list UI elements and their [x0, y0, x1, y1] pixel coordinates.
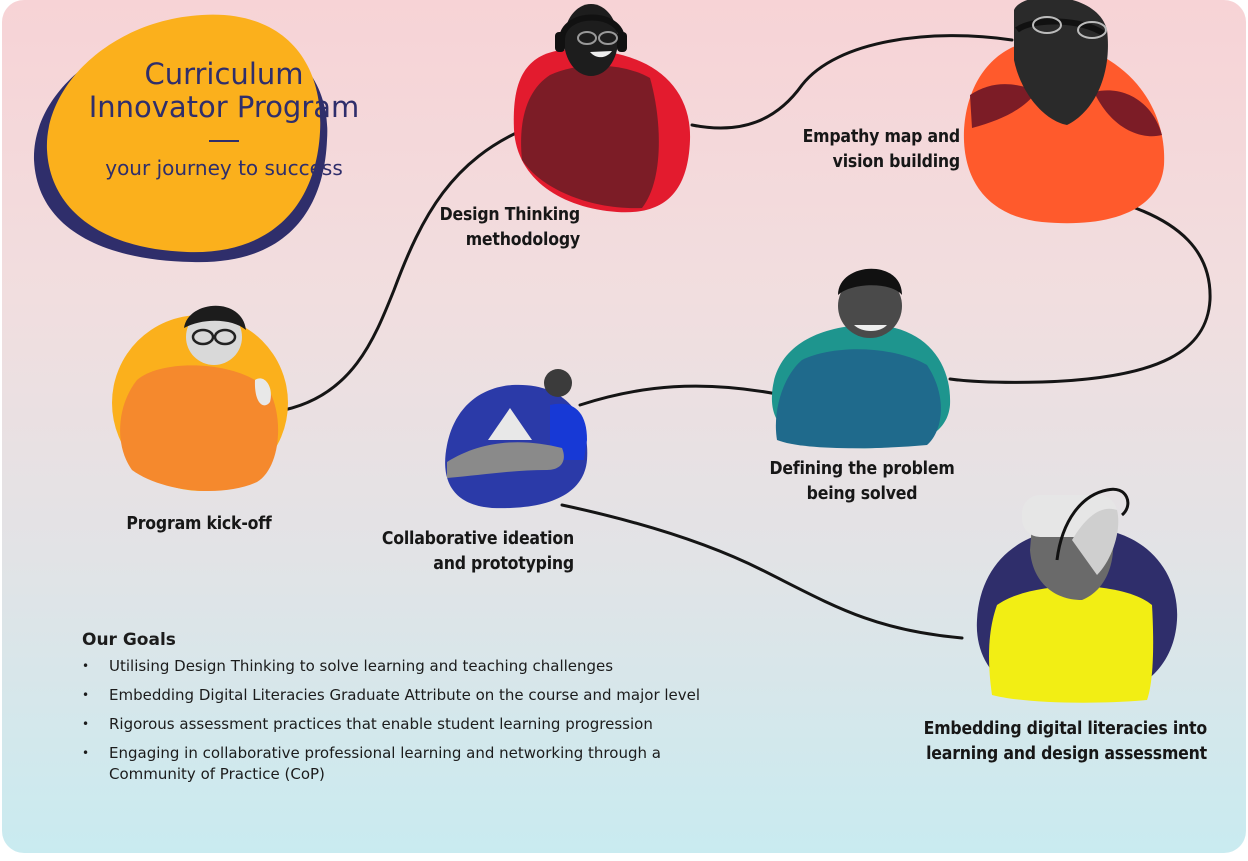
- goal-item-line: Community of Practice (CoP): [109, 765, 325, 783]
- goal-item-line: Engaging in collaborative professional l…: [109, 744, 661, 762]
- literacies-figure: [976, 487, 1178, 703]
- title-line-1: Curriculum: [144, 57, 304, 91]
- problem-figure: [771, 268, 951, 449]
- title-divider: [209, 140, 239, 142]
- journey-path: [282, 34, 1212, 640]
- step-ideation-label: Collaborative ideation and prototyping: [381, 529, 574, 574]
- empathy-figure: [963, 0, 1165, 224]
- goals-section: Our Goals Utilising Design Thinking to s…: [82, 630, 762, 793]
- step-literacies-label: Embedding digital literacies into learni…: [923, 719, 1208, 764]
- goal-item: Rigorous assessment practices that enabl…: [82, 714, 762, 735]
- goals-list: Utilising Design Thinking to solve learn…: [82, 656, 762, 785]
- program-title: Curriculum Innovator Program your journe…: [64, 57, 384, 181]
- title-blob: [46, 14, 321, 253]
- title-subtitle: your journey to success: [105, 156, 343, 180]
- goal-item: Utilising Design Thinking to solve learn…: [82, 656, 762, 677]
- goal-item: Embedding Digital Literacies Graduate At…: [82, 685, 762, 706]
- ideation-figure: [445, 369, 588, 509]
- title-line-2: Innovator Program: [88, 90, 360, 124]
- step-problem-label: Defining the problem being solved: [769, 459, 955, 504]
- goal-item: Engaging in collaborative professional l…: [82, 743, 762, 785]
- kickoff-figure: [112, 305, 288, 492]
- goals-heading: Our Goals: [82, 630, 176, 650]
- step-empathy-label: Empathy map and vision building: [802, 127, 961, 172]
- step-kickoff-label: Program kick-off: [126, 514, 272, 534]
- design-thinking-figure: [513, 4, 691, 213]
- step-design-thinking-label: Design Thinking methodology: [439, 205, 581, 250]
